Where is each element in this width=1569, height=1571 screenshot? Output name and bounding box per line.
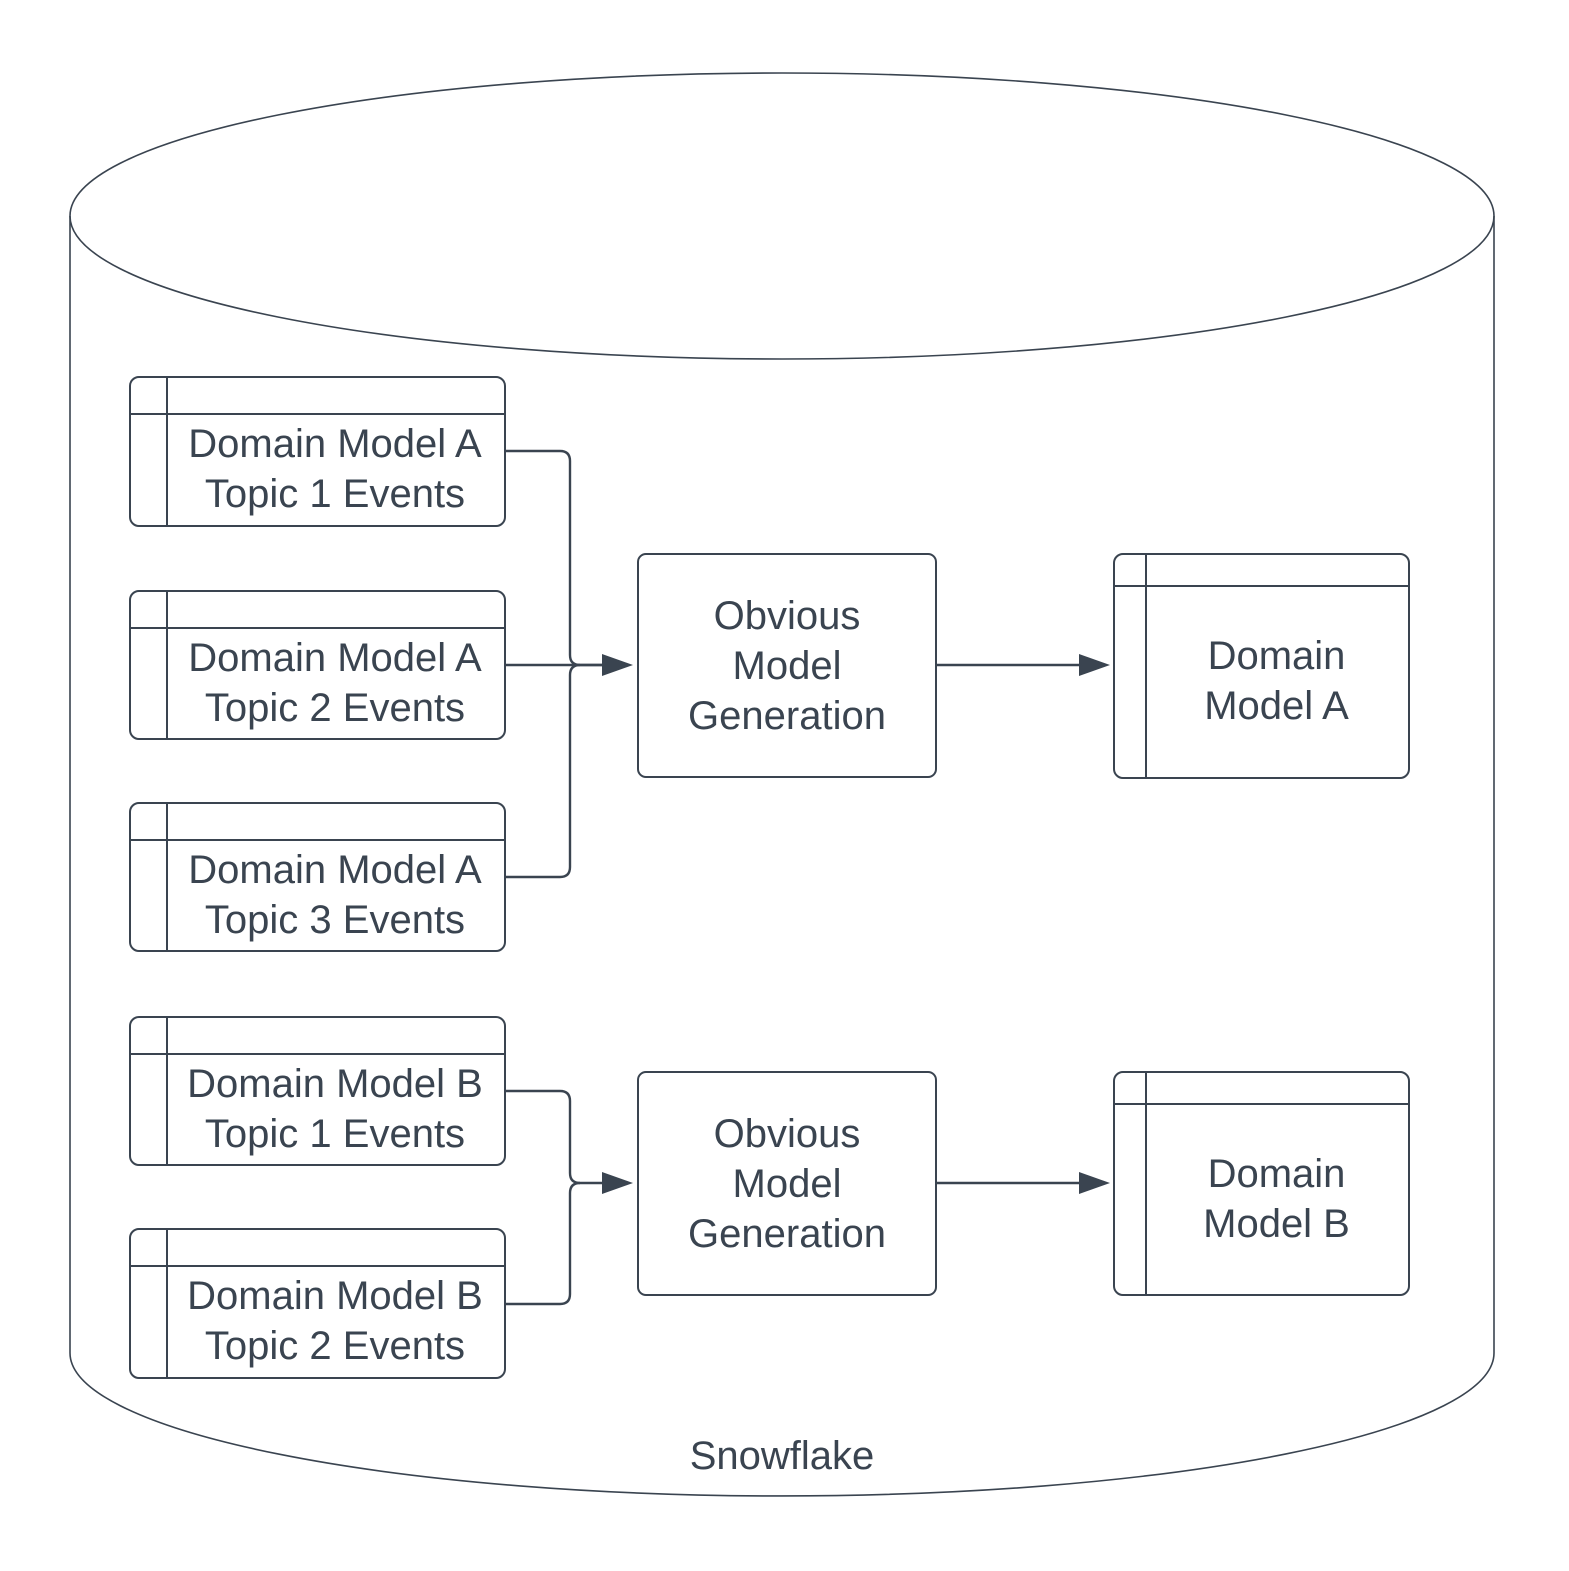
table-label-line1: Domain Model B bbox=[187, 1274, 483, 1318]
connector-b-topic2 bbox=[505, 1181, 581, 1306]
process-label-line1: Obvious bbox=[713, 1111, 861, 1156]
table-label: Domain Model A Topic 2 Events bbox=[166, 627, 504, 738]
table-label-line2: Topic 1 Events bbox=[204, 1111, 466, 1156]
table-header-divider bbox=[131, 413, 504, 415]
connector-b-process-to-output bbox=[937, 1172, 1110, 1194]
table-label-line2: Topic 2 Events bbox=[204, 1324, 466, 1368]
connector-group-b-merge bbox=[505, 1089, 633, 1306]
process-label-line2: Model bbox=[732, 643, 842, 688]
table-label: Domain Model B Topic 1 Events bbox=[166, 1053, 504, 1164]
table-domain-model-a-topic-2-events[interactable]: Domain Model A Topic 2 Events bbox=[129, 590, 506, 740]
arrowhead-a-into-process bbox=[602, 654, 633, 676]
table-label-line2: Model A bbox=[1204, 684, 1349, 728]
table-label-line2: Topic 2 Events bbox=[204, 685, 466, 730]
table-label-line2: Model B bbox=[1203, 1201, 1350, 1246]
table-domain-model-a-topic-1-events[interactable]: Domain Model A Topic 1 Events bbox=[129, 376, 506, 527]
table-label-line1: Domain bbox=[1207, 1151, 1346, 1196]
arrowhead-a-into-output bbox=[1079, 654, 1110, 676]
process-obvious-model-generation-a[interactable]: Obvious Model Generation bbox=[637, 553, 937, 778]
process-obvious-model-generation-b[interactable]: Obvious Model Generation bbox=[637, 1071, 937, 1296]
cylinder-top-ellipse bbox=[69, 72, 1495, 360]
table-column-divider bbox=[166, 1018, 168, 1164]
table-label: Domain Model A Topic 3 Events bbox=[166, 839, 504, 950]
table-column-divider bbox=[166, 804, 168, 950]
table-label: Domain Model A bbox=[1145, 585, 1408, 777]
table-header-divider bbox=[131, 1265, 504, 1267]
table-domain-model-b-topic-2-events[interactable]: Domain Model B Topic 2 Events bbox=[129, 1228, 506, 1379]
table-column-divider bbox=[166, 378, 168, 525]
table-label-line1: Domain Model A bbox=[188, 422, 482, 466]
snowflake-cylinder-shape bbox=[69, 72, 1495, 1497]
table-domain-model-b[interactable]: Domain Model B bbox=[1113, 1071, 1410, 1296]
table-label-line1: Domain bbox=[1207, 634, 1346, 678]
process-label-line2: Model bbox=[732, 1161, 842, 1206]
table-column-divider bbox=[1145, 555, 1147, 777]
process-label-line3: Generation bbox=[688, 693, 886, 738]
table-label: Domain Model A Topic 1 Events bbox=[166, 413, 504, 525]
table-header-divider bbox=[131, 839, 504, 841]
table-domain-model-b-topic-1-events[interactable]: Domain Model B Topic 1 Events bbox=[129, 1016, 506, 1166]
snowflake-label: Snowflake bbox=[689, 1434, 875, 1478]
table-header-divider bbox=[131, 627, 504, 629]
table-column-divider bbox=[1145, 1073, 1147, 1294]
table-header-divider bbox=[131, 1053, 504, 1055]
connector-a-process-to-output bbox=[937, 654, 1110, 676]
table-label-line1: Domain Model A bbox=[188, 847, 482, 892]
process-label-line1: Obvious bbox=[713, 593, 861, 638]
table-label: Domain Model B Topic 2 Events bbox=[166, 1265, 504, 1377]
arrowhead-b-into-output bbox=[1079, 1172, 1110, 1194]
table-domain-model-a-topic-3-events[interactable]: Domain Model A Topic 3 Events bbox=[129, 802, 506, 952]
table-header-divider bbox=[1115, 1103, 1408, 1105]
connector-a-topic3 bbox=[505, 663, 581, 879]
table-label: Domain Model B bbox=[1145, 1103, 1408, 1294]
table-label-line1: Domain Model B bbox=[187, 1061, 483, 1106]
table-header-divider bbox=[1115, 585, 1408, 587]
cylinder-body bbox=[69, 216, 1495, 1497]
connector-b-topic1 bbox=[505, 1089, 602, 1185]
connector-a-topic1 bbox=[505, 449, 602, 667]
table-domain-model-a[interactable]: Domain Model A bbox=[1113, 553, 1410, 779]
connector-group-a-merge bbox=[505, 449, 633, 879]
table-label-line2: Topic 3 Events bbox=[204, 897, 466, 942]
table-label-line1: Domain Model A bbox=[188, 635, 482, 680]
process-label-line3: Generation bbox=[688, 1211, 886, 1256]
table-column-divider bbox=[166, 1230, 168, 1377]
table-column-divider bbox=[166, 592, 168, 738]
table-label-line2: Topic 1 Events bbox=[204, 472, 466, 516]
arrowhead-b-into-process bbox=[602, 1172, 633, 1194]
